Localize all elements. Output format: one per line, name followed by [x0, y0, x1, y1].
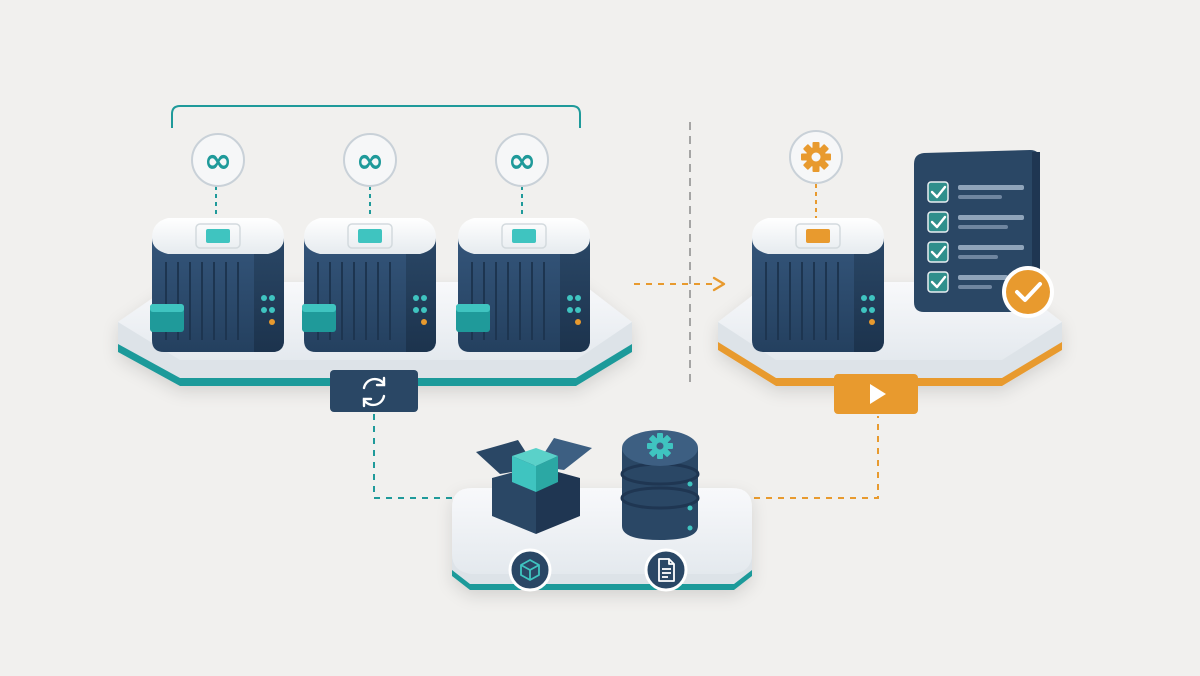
infinity-icon: ∞ [508, 141, 536, 181]
cube-icon [520, 559, 540, 581]
right-group [718, 130, 1062, 414]
server-4[interactable] [752, 130, 884, 352]
sync-to-artifacts-connector [373, 414, 454, 499]
sync-button[interactable] [330, 370, 418, 412]
cube-badge[interactable] [508, 548, 552, 592]
deploy-arrow [634, 276, 726, 292]
checklist-panel[interactable] [914, 150, 1054, 318]
left-group: ∞ ∞ [118, 105, 632, 412]
open-box-icon[interactable] [476, 438, 592, 534]
server-2[interactable]: ∞ [302, 133, 436, 352]
checklist-item [927, 271, 1008, 293]
bottom-group [452, 430, 752, 592]
server-3[interactable]: ∞ [456, 133, 590, 352]
play-button[interactable] [834, 374, 918, 414]
checklist-item [927, 241, 1024, 263]
sync-arrows-icon [362, 376, 386, 408]
check-circle-icon [1002, 266, 1054, 318]
infinity-badge [191, 133, 245, 187]
database-gear-icon[interactable] [620, 430, 700, 540]
server-1[interactable]: ∞ [150, 133, 284, 352]
artifacts-to-deploy-connector [754, 416, 879, 499]
infinity-badge [495, 133, 549, 187]
checklist-item [927, 181, 1024, 203]
cluster-bracket [171, 105, 581, 128]
document-icon [658, 558, 675, 582]
document-badge[interactable] [644, 548, 688, 592]
infinity-badge [343, 133, 397, 187]
gear-icon [801, 142, 831, 172]
checklist-item [927, 211, 1024, 233]
infinity-icon: ∞ [356, 141, 384, 181]
infinity-icon: ∞ [204, 141, 232, 181]
play-icon [870, 384, 886, 404]
